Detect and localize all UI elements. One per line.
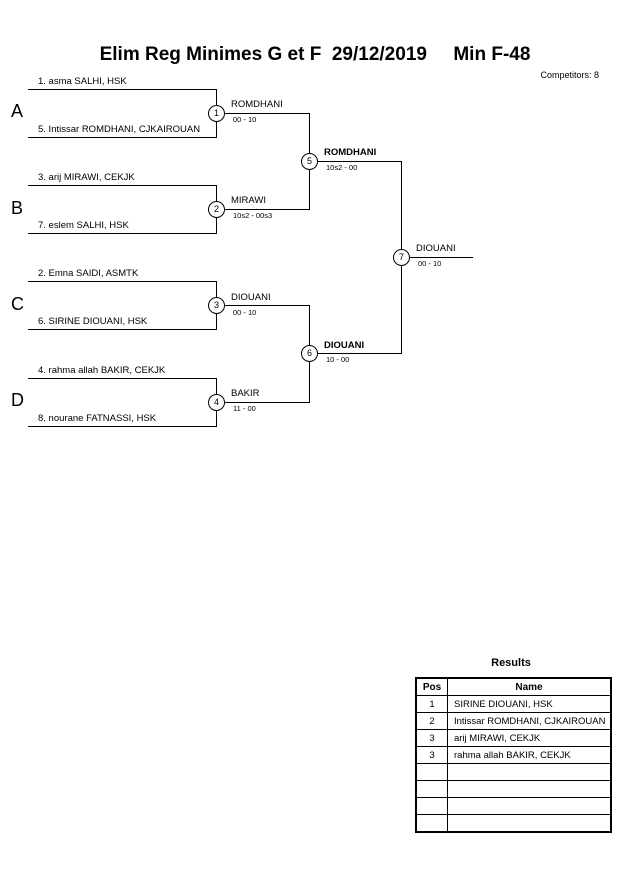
result-name: Intissar ROMDHANI, CJKAIROUAN — [447, 712, 612, 730]
result-pos — [415, 814, 448, 833]
results-row: 3 arij MIRAWI, CEKJK — [415, 729, 612, 747]
match-winner: ROMDHANI — [231, 99, 283, 110]
result-pos: 3 — [415, 729, 448, 747]
result-pos — [415, 780, 448, 798]
results-header-name: Name — [447, 677, 612, 696]
match-score: 10s2 - 00 — [326, 163, 358, 172]
competitor-slot: 3. arij MIRAWI, CEKJK — [38, 172, 135, 183]
result-name — [447, 814, 612, 833]
results-row: 1 SIRINE DIOUANI, HSK — [415, 695, 612, 713]
result-pos: 3 — [415, 746, 448, 764]
match-number-badge: 1 — [208, 105, 225, 122]
match-score: 00 - 10 — [233, 115, 257, 124]
match-number-badge: 4 — [208, 394, 225, 411]
competitor-slot: 1. asma SALHI, HSK — [38, 76, 127, 87]
competitor-slot: 2. Emna SAIDI, ASMTK — [38, 268, 139, 279]
results-row — [415, 814, 612, 833]
result-pos: 2 — [415, 712, 448, 730]
competitor-slot: 7. eslem SALHI, HSK — [38, 220, 129, 231]
match-number-badge: 2 — [208, 201, 225, 218]
match-winner: DIOUANI — [231, 292, 271, 303]
result-pos — [415, 797, 448, 815]
result-name — [447, 763, 612, 781]
results-title: Results — [491, 657, 531, 669]
result-name — [447, 780, 612, 798]
match-number-badge: 7 — [393, 249, 410, 266]
competitors-count: Competitors: 8 — [540, 70, 599, 80]
result-name: arij MIRAWI, CEKJK — [447, 729, 612, 747]
match-score: 10s2 - 00s3 — [233, 211, 273, 220]
results-table: Pos Name 1 SIRINE DIOUANI, HSK 2 Intissa… — [415, 677, 612, 833]
match-score: 10 - 00 — [326, 355, 350, 364]
pool-label-b: B — [11, 198, 24, 218]
match-winner: BAKIR — [231, 388, 260, 399]
match-winner: DIOUANI — [324, 340, 365, 351]
results-row — [415, 763, 612, 781]
match-score: 00 - 10 — [233, 308, 257, 317]
match-winner: ROMDHANI — [324, 147, 377, 158]
results-row: 2 Intissar ROMDHANI, CJKAIROUAN — [415, 712, 612, 730]
result-pos: 1 — [415, 695, 448, 713]
result-name: rahma allah BAKIR, CEKJK — [447, 746, 612, 764]
page-title: Elim Reg Minimes G et F 29/12/2019 Min F… — [99, 44, 531, 65]
final-score: 00 - 10 — [418, 259, 442, 268]
results-header-row: Pos Name — [415, 677, 612, 696]
competitor-slot: 5. Intissar ROMDHANI, CJKAIROUAN — [38, 124, 201, 135]
pool-label-d: D — [11, 390, 24, 410]
match-winner: MIRAWI — [231, 195, 267, 206]
result-name: SIRINE DIOUANI, HSK — [447, 695, 612, 713]
results-row: 3 rahma allah BAKIR, CEKJK — [415, 746, 612, 764]
competitor-slot: 6. SIRINE DIOUANI, HSK — [38, 316, 148, 327]
match-score: 11 - 00 — [233, 404, 256, 413]
pool-label-c: C — [11, 294, 24, 314]
result-name — [447, 797, 612, 815]
match-number-badge: 5 — [301, 153, 318, 170]
competitor-slot: 4. rahma allah BAKIR, CEKJK — [38, 365, 166, 376]
pool-label-a: A — [11, 101, 24, 121]
match-number-badge: 3 — [208, 297, 225, 314]
match-number-badge: 6 — [301, 345, 318, 362]
competitor-slot: 8. nourane FATNASSI, HSK — [38, 413, 157, 424]
results-header-pos: Pos — [415, 677, 448, 696]
result-pos — [415, 763, 448, 781]
final-winner: DIOUANI — [416, 243, 456, 254]
results-row — [415, 797, 612, 815]
results-row — [415, 780, 612, 798]
